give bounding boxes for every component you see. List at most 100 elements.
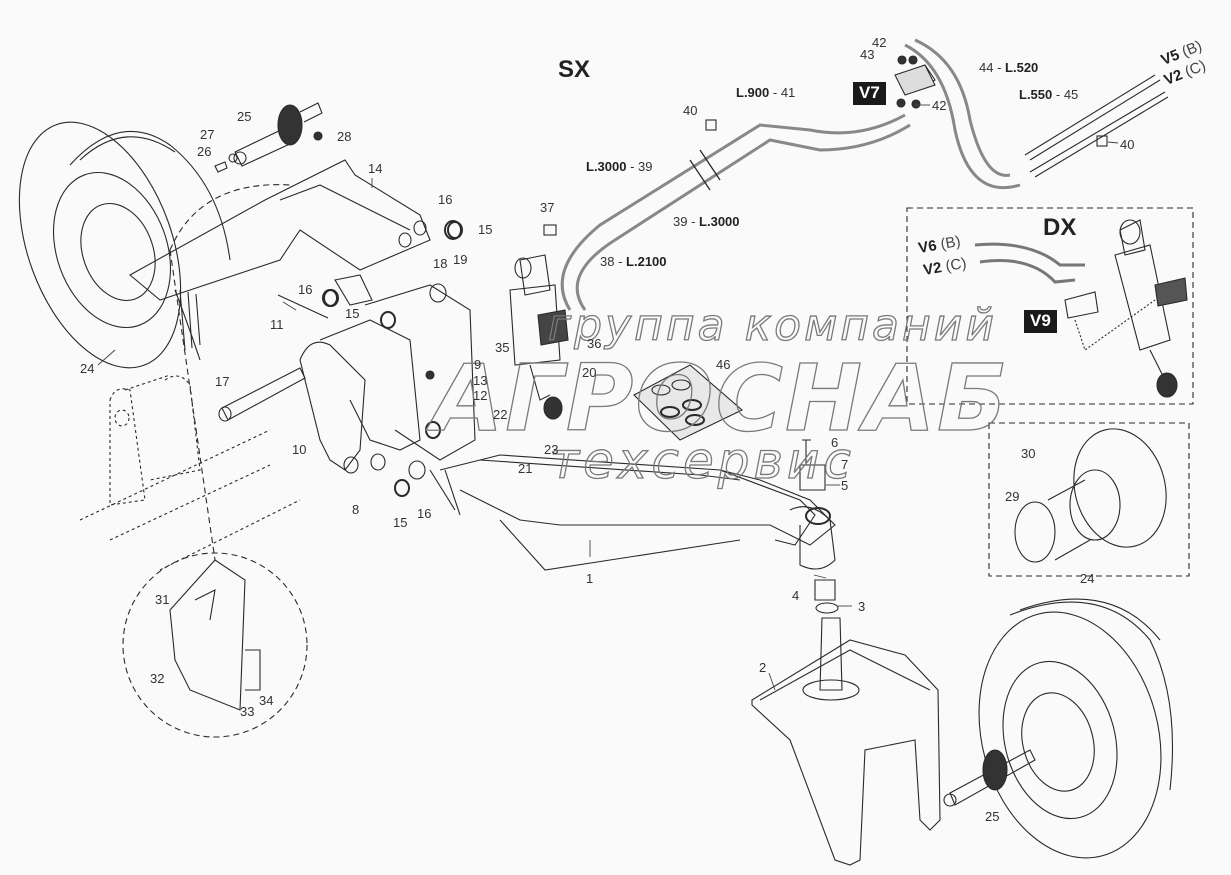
port-name: V2	[922, 259, 944, 279]
callout-1: 1	[586, 571, 594, 586]
callout-15a: 15	[478, 222, 493, 237]
hose-ref: 38	[600, 254, 615, 269]
separator: -	[769, 85, 781, 100]
frame-plates	[299, 283, 476, 480]
wheel-detail-box	[988, 422, 1190, 577]
hose-label-38: 38 - L.2100	[600, 255, 667, 268]
separator: -	[993, 60, 1006, 75]
hose-length: L.2100	[626, 254, 667, 269]
callout-8: 8	[352, 502, 360, 517]
callout-32: 32	[150, 671, 165, 686]
pin-17	[221, 367, 306, 421]
inset-detail-circle	[122, 552, 308, 738]
callout-13: 13	[473, 373, 488, 388]
separator: -	[626, 159, 639, 174]
hose-ref: 39	[673, 214, 688, 229]
hub-25-right	[943, 749, 1036, 807]
callout-25a: 25	[237, 109, 252, 124]
callout-4: 4	[792, 588, 800, 603]
callout-26: 26	[197, 144, 212, 159]
hose-ref: 44	[979, 60, 994, 75]
callout-20: 20	[582, 365, 597, 380]
springs-15	[323, 221, 463, 497]
cylinder-20	[509, 254, 569, 420]
callout-18: 18	[433, 256, 448, 271]
valve-label-v7: V7	[853, 82, 886, 105]
hose-length: L.3000	[699, 214, 740, 229]
callout-6: 6	[831, 435, 839, 450]
callout-34: 34	[259, 693, 274, 708]
callout-40b: 40	[1120, 137, 1135, 152]
callout-23: 23	[544, 442, 559, 457]
callout-40a: 40	[683, 103, 698, 118]
v7-block	[894, 55, 936, 109]
left-wheel	[18, 121, 231, 369]
callout-16c: 16	[417, 506, 432, 521]
dx-cylinder	[974, 219, 1188, 398]
callout-15c: 15	[393, 515, 408, 530]
hub-25-left	[214, 102, 323, 173]
dx-detail-box	[906, 207, 1194, 405]
valve-label-v9: V9	[1024, 310, 1057, 333]
watermark-line3: техсервис	[549, 431, 855, 490]
hose-length: L.520	[1005, 60, 1039, 75]
callout-5: 5	[841, 478, 849, 493]
callout-42b: 42	[932, 98, 947, 113]
callout-16b: 16	[298, 282, 313, 297]
hose-label-39b: 39 - L.3000	[673, 215, 740, 228]
callout-21: 21	[518, 461, 533, 476]
watermark-line2: АГРОСНАБ	[431, 344, 1010, 452]
callout-17: 17	[215, 374, 230, 389]
callout-10: 10	[292, 442, 307, 457]
callout-9: 9	[474, 357, 482, 372]
callout-37: 37	[540, 200, 555, 215]
callout-30: 30	[1021, 446, 1036, 461]
hoses	[560, 38, 1169, 311]
hose-label-39a: L.3000 - 39	[586, 160, 653, 173]
callout-24a: 24	[80, 361, 95, 376]
callout-11: 11	[270, 317, 284, 332]
main-beam-1	[429, 454, 836, 571]
arm-14	[129, 159, 462, 307]
callout-12: 12	[473, 388, 488, 403]
port-name: V6	[917, 237, 939, 257]
callout-24b: 24	[1080, 571, 1095, 586]
callout-31: 31	[155, 592, 170, 607]
watermark-line1: группа компаний	[547, 299, 997, 351]
pivot-parts	[799, 439, 839, 614]
wheel-detail	[1014, 428, 1167, 563]
hose-ref: 39	[638, 159, 653, 174]
port-letter: (B)	[939, 232, 962, 254]
hose-length: L.550	[1019, 87, 1053, 102]
callout-7: 7	[841, 457, 849, 472]
callout-27: 27	[200, 127, 215, 142]
right-wheel	[978, 598, 1174, 859]
callout-35: 35	[495, 340, 510, 355]
callout-15b: 15	[345, 306, 360, 321]
section-title-dx: DX	[1043, 214, 1077, 241]
block-37	[543, 224, 557, 236]
seal-kit-46	[633, 364, 743, 441]
hose-label-44: 44 - L.520	[979, 61, 1038, 74]
callout-16a: 16	[438, 192, 453, 207]
callout-43: 43	[860, 47, 875, 62]
callout-25b: 25	[985, 809, 1000, 824]
hose-length: L.900	[736, 85, 770, 100]
callout-42a: 42	[872, 35, 887, 50]
fork-2	[751, 617, 941, 866]
port-letter: (C)	[944, 254, 968, 276]
inset-scraper	[169, 559, 261, 711]
callout-28: 28	[337, 129, 352, 144]
block-40a	[705, 119, 717, 131]
hose-ref: 41	[780, 85, 796, 100]
callout-46: 46	[716, 357, 731, 372]
callout-29: 29	[1005, 489, 1020, 504]
hose-label-41: L.900 - 41	[736, 86, 795, 99]
mount-bracket	[79, 374, 301, 571]
callout-3: 3	[858, 599, 866, 614]
callout-2: 2	[759, 660, 767, 675]
hose-label-45: L.550 - 45	[1019, 88, 1078, 101]
leader-lines	[97, 104, 1119, 691]
